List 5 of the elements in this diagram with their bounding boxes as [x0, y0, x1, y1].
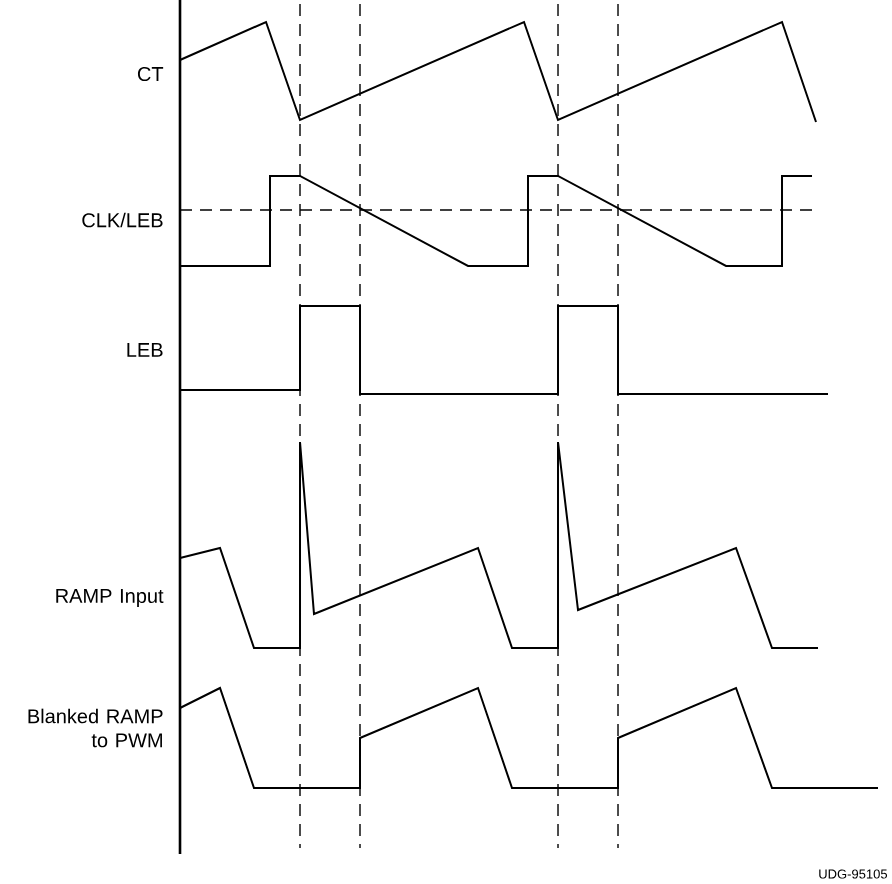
signal-label: Blanked RAMP to PWM [28, 708, 163, 748]
signal-label: CLK/LEB [82, 212, 163, 228]
signal-label: LEB [127, 343, 163, 357]
signal-label: RAMP Input [56, 589, 164, 607]
signal-label: CT [137, 66, 164, 82]
